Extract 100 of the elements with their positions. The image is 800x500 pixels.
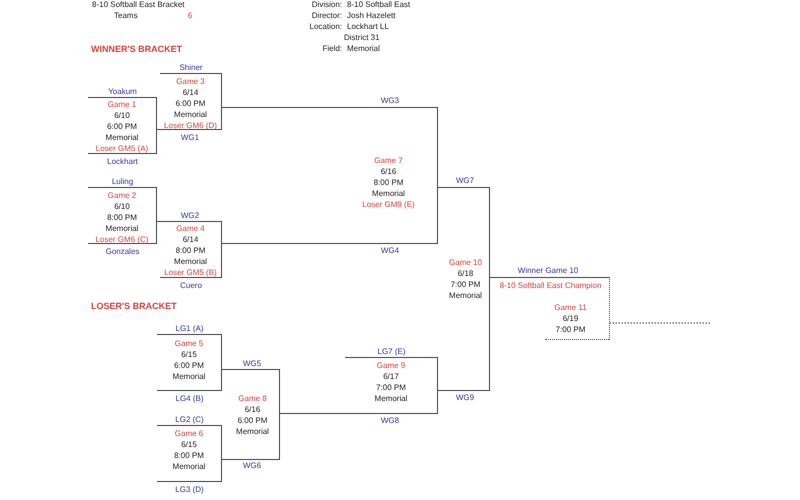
game-number: Game 9 <box>376 360 406 370</box>
field-value: Josh Hazelett <box>347 11 396 21</box>
edge-label: Winner Game 10 <box>518 266 578 276</box>
game-date: 6/10 <box>114 200 130 212</box>
game-time: 8:00 PM <box>374 176 404 188</box>
field-name: Memorial <box>106 132 138 142</box>
game-date: 6/16 <box>380 166 396 176</box>
team-slot: Luling <box>112 177 134 187</box>
team-slot: Cuero <box>180 281 202 291</box>
field-value: Lockhart LL <box>347 22 389 32</box>
field-name: Memorial <box>106 222 138 234</box>
game-number: Game 6 <box>174 428 204 438</box>
bracket-line <box>609 322 710 324</box>
game-date: 6/19 <box>562 312 578 324</box>
team-slot: Gonzales <box>106 247 140 257</box>
team-slot: Lockhart <box>107 157 138 167</box>
game-bracket <box>88 97 157 154</box>
game-number: Game 4 <box>176 222 205 234</box>
field-name: Memorial <box>172 460 206 472</box>
bracket-line <box>279 413 438 414</box>
field-label: Division: <box>312 0 342 10</box>
game-date: 6/15 <box>181 438 197 450</box>
team-slot: LG4 (B) <box>176 394 204 404</box>
game-time: 7:00 PM <box>556 324 586 334</box>
game-time: 6:00 PM <box>174 360 204 370</box>
champion-note: 8-10 Softball East Champion <box>500 280 602 290</box>
edge-label: WG6 <box>242 461 262 471</box>
bracket-line <box>437 390 490 391</box>
team-slot: LG1 (A) <box>176 324 204 334</box>
game-time: 8:00 PM <box>176 244 206 256</box>
field-name: Memorial <box>172 370 206 382</box>
loser-note: Loser GM6 (D) <box>164 120 217 130</box>
field-name: Memorial <box>372 188 405 198</box>
bracket-line <box>221 459 280 460</box>
field-name: Memorial <box>374 392 408 404</box>
bracket-line <box>156 221 222 222</box>
game-number: Game 7 <box>374 154 403 166</box>
edge-label: WG1 <box>180 133 200 143</box>
team-slot: Shiner <box>179 63 203 73</box>
loser-note: Loser GM6 (C) <box>96 234 148 244</box>
edge-label: WG2 <box>180 211 200 221</box>
edge-label: WG8 <box>380 416 400 426</box>
game-date: 6/15 <box>181 348 197 360</box>
game-time: 7:00 PM <box>376 382 406 392</box>
game-bracket <box>160 73 222 130</box>
game-number: Game 1 <box>108 98 136 110</box>
edge-label: WG4 <box>380 246 400 256</box>
bracket-title: 8-10 Softball East Bracket <box>92 0 184 10</box>
field-name: Memorial <box>236 426 269 436</box>
team-slot: LG3 (D) <box>175 485 204 495</box>
game-date: 6/14 <box>182 86 198 98</box>
loser-note: Loser GM9 (E) <box>362 198 415 210</box>
bracket-line <box>489 277 610 278</box>
section-heading: WINNER'S BRACKET <box>91 44 182 54</box>
game-time: 8:00 PM <box>174 450 204 460</box>
game-date: 6/10 <box>114 110 130 120</box>
game-bracket <box>345 357 438 414</box>
field-label: Teams <box>114 11 138 21</box>
field-name: Memorial <box>174 256 207 266</box>
game-bracket <box>157 425 222 482</box>
bracket-line <box>221 243 438 244</box>
game-bracket <box>157 334 222 391</box>
section-heading: LOSER'S BRACKET <box>91 301 177 311</box>
bracket-line <box>221 369 280 370</box>
field-label: Director: <box>312 11 342 21</box>
game-date: 6/14 <box>182 234 198 244</box>
team-slot: LG2 (C) <box>175 415 204 425</box>
field-value: Memorial <box>347 44 380 54</box>
loser-note: Loser GM5 (A) <box>96 142 148 154</box>
game-number: Game 10 <box>449 256 482 268</box>
game-number: Game 3 <box>176 76 205 86</box>
game-number: Game 11 <box>554 302 587 312</box>
bracket-line <box>156 129 222 130</box>
edge-label: WG5 <box>242 359 262 369</box>
field-label: Location: <box>310 22 342 32</box>
bracket-line <box>437 187 490 188</box>
team-slot: LG7 (E) <box>378 347 406 357</box>
game-number: Game 5 <box>174 338 204 348</box>
field-value: 8-10 Softball East <box>347 0 410 10</box>
game-date: 6/16 <box>244 404 260 414</box>
team-count: 6 <box>188 11 192 21</box>
game-bracket <box>88 187 157 244</box>
edge-label: WG7 <box>456 176 474 186</box>
game-date: 6/17 <box>383 370 399 382</box>
loser-note: Loser GM5 (B) <box>164 266 217 278</box>
field-name: Memorial <box>174 108 207 120</box>
game-number: Game 2 <box>108 190 136 200</box>
game-date: 6/18 <box>458 268 474 278</box>
field-name: Memorial <box>449 290 482 300</box>
game-time: 8:00 PM <box>107 212 137 222</box>
team-slot: Yoakum <box>108 87 137 97</box>
bracket-line <box>221 107 438 108</box>
field-value: District 31 <box>344 33 380 43</box>
game-number: Game 8 <box>238 392 267 404</box>
edge-label: WG3 <box>380 96 400 106</box>
game-time: 7:00 PM <box>450 278 480 290</box>
game-time: 6:00 PM <box>238 414 268 426</box>
game-time: 6:00 PM <box>107 120 137 132</box>
field-label: Field: <box>322 44 342 54</box>
game-time: 6:00 PM <box>176 98 206 108</box>
